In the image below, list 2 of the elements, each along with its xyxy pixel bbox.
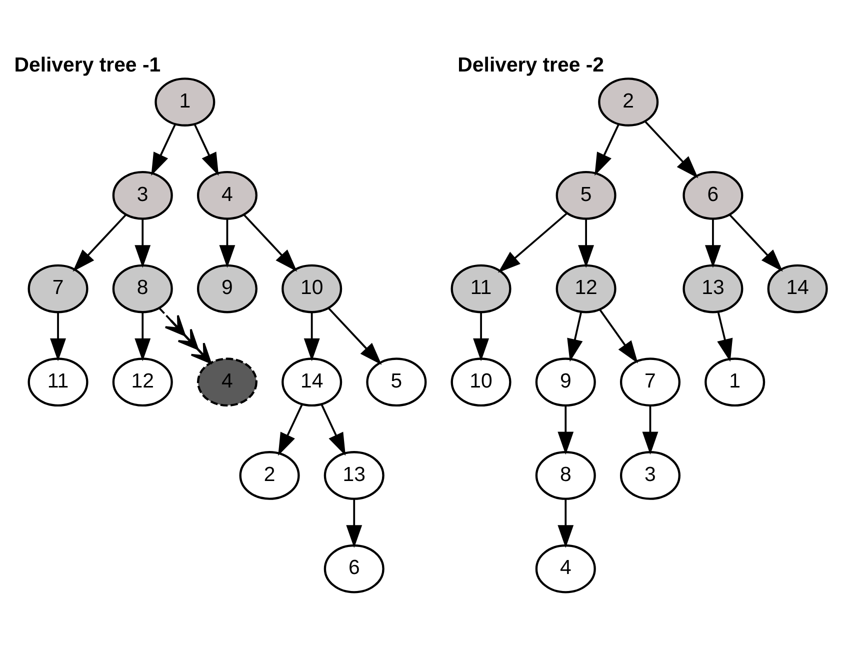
node-label: Delivery tree -1 — [14, 54, 161, 77]
node-label: Delivery tree -2 — [458, 54, 604, 77]
